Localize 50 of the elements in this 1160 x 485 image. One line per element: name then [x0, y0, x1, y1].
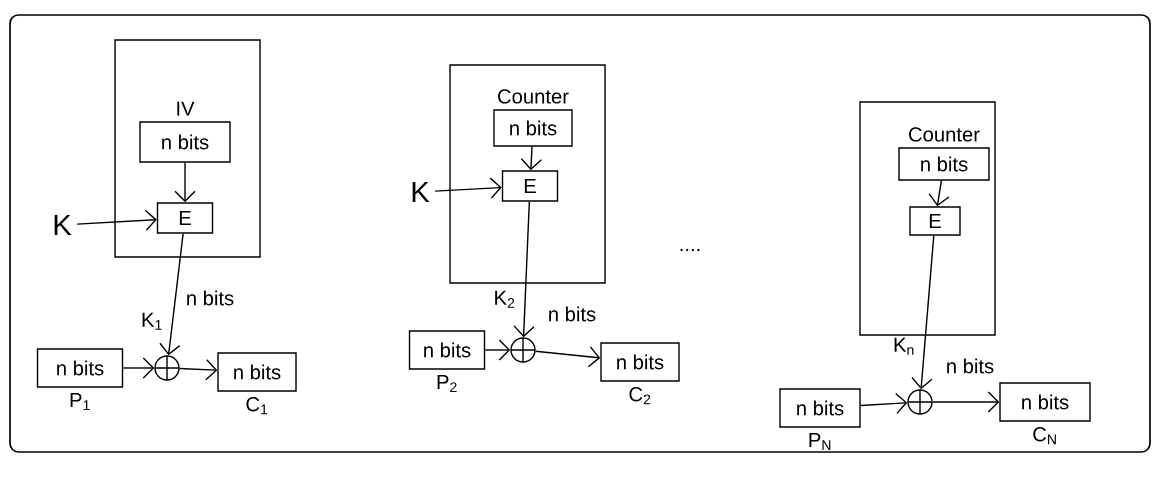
arrow	[76, 209, 157, 231]
process-box: E	[909, 206, 961, 236]
process-box: E	[156, 202, 214, 234]
process-box: E	[501, 170, 559, 202]
heading: IV	[177, 101, 195, 116]
arrow	[434, 177, 502, 199]
bit-label: n bits	[549, 306, 596, 322]
process-box: n bits P$_{1}$	[36, 348, 124, 411]
process-box: n bits P$_{N}$	[779, 388, 861, 451]
arrow	[159, 233, 184, 356]
arrow	[179, 359, 218, 381]
arrow	[534, 346, 601, 368]
process-box: n bits C$_{2}$	[600, 342, 680, 405]
edge-label: K$_{2}$	[495, 290, 515, 308]
node-label: C$_{1}$	[246, 397, 268, 415]
process-box: n bits P$_{2}$	[408, 330, 486, 393]
process-box: n bits	[898, 147, 990, 181]
heading: Counter	[498, 89, 569, 104]
process-box: n bits C$_{1}$	[217, 352, 297, 415]
arrow	[928, 180, 950, 207]
node-label: C$_{N}$	[1033, 427, 1056, 445]
arrow	[911, 235, 935, 390]
node-label: P$_{2}$	[437, 375, 457, 393]
edge-label: K$_{n}$	[894, 337, 914, 355]
process-box: n bits C$_{N}$	[999, 382, 1091, 445]
process-box: n bits	[493, 109, 573, 147]
group-box	[114, 39, 261, 258]
node-label: P$_{1}$	[70, 393, 90, 411]
group-box	[449, 64, 606, 284]
group-box	[859, 101, 996, 336]
arrow	[122, 357, 155, 379]
heading: Counter	[909, 127, 980, 142]
bit-label: n bits	[187, 290, 234, 306]
arrow	[174, 162, 196, 203]
ellipsis: ....	[680, 248, 700, 252]
node-label: C$_{2}$	[629, 387, 651, 405]
arrow	[520, 146, 543, 171]
arrow	[484, 339, 511, 361]
node-label: P$_{N}$	[809, 433, 831, 451]
input-label: K	[412, 181, 430, 202]
process-box: n bits	[139, 121, 231, 163]
xor-circle	[907, 389, 933, 415]
bit-label: n bits	[947, 358, 994, 374]
xor-circle	[154, 355, 180, 381]
xor-circle	[510, 337, 536, 363]
arrow	[513, 201, 535, 338]
arrow	[860, 392, 908, 415]
input-label: K	[54, 214, 72, 235]
edge-label: K$_{1}$	[142, 312, 162, 330]
arrow	[932, 391, 1000, 413]
